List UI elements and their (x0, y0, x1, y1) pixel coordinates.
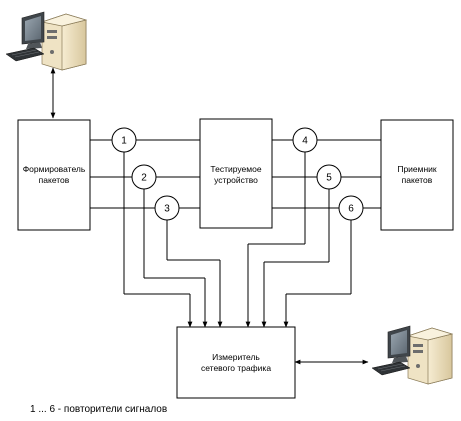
meter-label-line2: сетевого трафика (201, 363, 271, 373)
repeater-2-label: 2 (141, 173, 147, 184)
repeater-6: 6 (338, 195, 364, 221)
computer-bottom-icon (371, 325, 454, 385)
repeater-4: 4 (292, 127, 318, 153)
dut-label-line1: Тестируемое (210, 164, 261, 174)
repeater-3: 3 (154, 195, 180, 221)
receiver-label-line1: Приемник (397, 164, 437, 174)
repeater-5: 5 (316, 164, 342, 190)
receiver-label-line2: пакетов (402, 175, 433, 185)
repeater-5-label: 5 (326, 173, 332, 184)
device-under-test-box: Тестируемое устройство (199, 118, 273, 229)
repeater-1: 1 (111, 127, 137, 153)
repeater-4-label: 4 (302, 136, 308, 147)
repeater-6-label: 6 (348, 204, 354, 215)
dut-label-line2: устройство (214, 175, 258, 185)
receiver-box: Приемник пакетов (380, 119, 454, 231)
generator-label-line2: пакетов (39, 175, 70, 185)
generator-label-line1: Формирователь (23, 164, 86, 174)
connection-lines (50, 67, 381, 365)
traffic-meter-box: Измеритель сетевого трафика (176, 326, 296, 399)
computer-top-icon (5, 11, 88, 71)
diagram-caption: 1 ... 6 - повторители сигналов (30, 404, 167, 415)
repeater-3-label: 3 (164, 204, 170, 215)
meter-label-line1: Измеритель (212, 352, 260, 362)
repeater-2: 2 (131, 164, 157, 190)
generator-box: Формирователь пакетов (17, 119, 91, 231)
repeater-1-label: 1 (121, 136, 127, 147)
